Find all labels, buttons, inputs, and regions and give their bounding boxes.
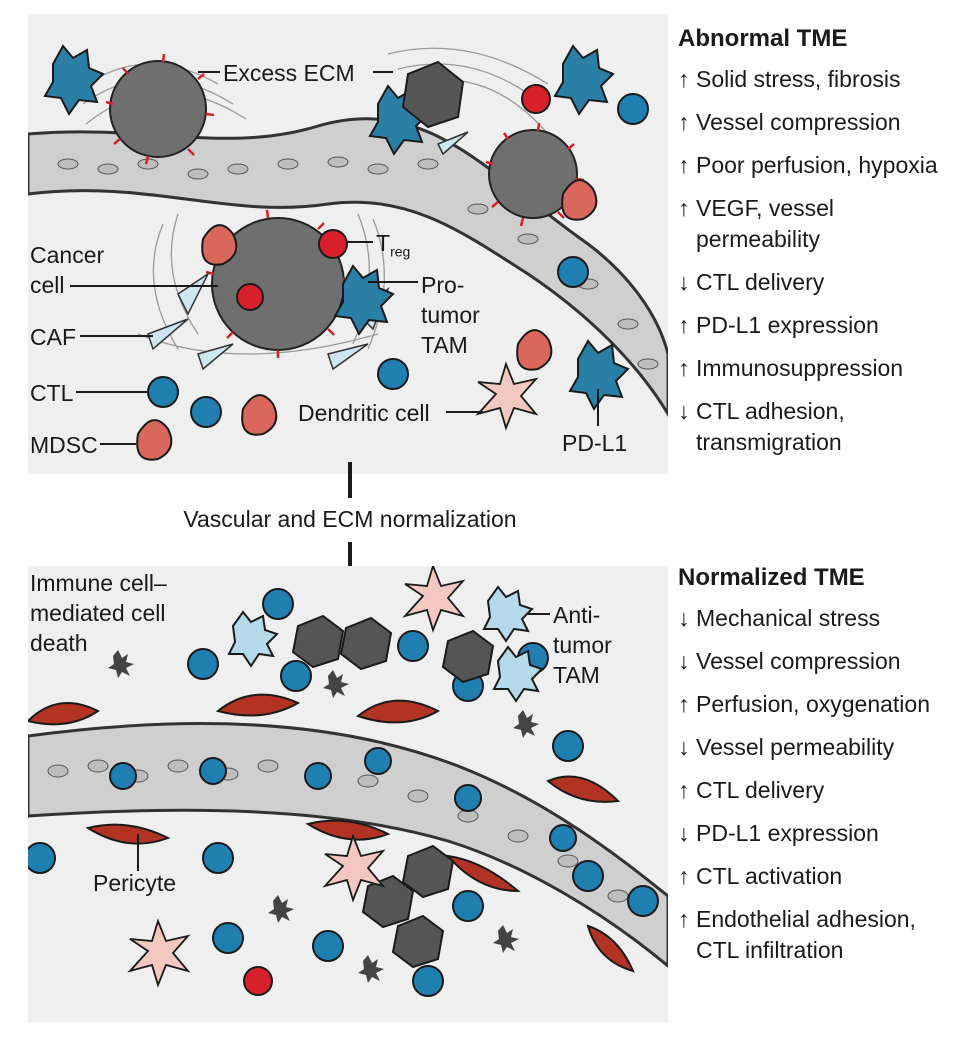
- normalized-tme-illustration: [28, 566, 668, 997]
- immune-cell-death-label: Immune cell– mediated cell death: [30, 570, 167, 656]
- normalized-tme-items: ↓Mechanical stress ↓Vessel compression ↑…: [678, 603, 963, 966]
- arrow-icon: ↑: [678, 906, 690, 932]
- arrow-icon: ↑: [678, 195, 690, 221]
- list-item-text: CTL delivery: [696, 777, 825, 803]
- list-item: ↑VEGF, vessel permeability: [678, 193, 963, 255]
- list-item-text: VEGF, vessel permeability: [696, 195, 835, 252]
- arrow-icon: ↑: [678, 355, 690, 381]
- cell-debris: [108, 650, 539, 983]
- list-item-text: PD-L1 expression: [696, 820, 879, 846]
- excess-ecm-label: Excess ECM: [223, 60, 355, 86]
- list-item-text: Endothelial adhesion, CTL infiltration: [696, 906, 916, 963]
- abnormal-tme-title: Abnormal TME: [678, 25, 848, 52]
- pd-l1-label: PD-L1: [562, 430, 628, 456]
- dendritic-cell-label: Dendritic cell: [298, 400, 430, 426]
- rbc-bottom: [243, 966, 273, 996]
- list-item: ↓CTL adhesion, transmigration: [678, 396, 963, 458]
- list-item: ↑Solid stress, fibrosis: [678, 64, 963, 95]
- caf-label: CAF: [30, 324, 76, 350]
- list-item-text: Vessel compression: [696, 648, 901, 674]
- ctl-label: CTL: [30, 380, 74, 406]
- mdsc-cells: [136, 179, 598, 461]
- list-item-text: CTL activation: [696, 863, 843, 889]
- treg-label-main: T: [376, 230, 391, 256]
- list-item: ↑Vessel compression: [678, 107, 963, 138]
- mdsc-label: MDSC: [30, 432, 98, 458]
- list-item: ↑CTL activation: [678, 861, 963, 892]
- leader-lines-bottom: [137, 613, 550, 871]
- arrow-icon: ↑: [678, 312, 690, 338]
- arrow-icon: ↓: [678, 734, 690, 760]
- leader-lines-top: [70, 71, 599, 445]
- normalized-tme-panel: Immune cell– mediated cell death Anti- t…: [28, 566, 668, 1022]
- arrow-icon: ↑: [678, 863, 690, 889]
- abnormal-tme-panel: Excess ECM Cancer cell Treg Pro- tumor T…: [28, 14, 668, 474]
- list-item: ↑Perfusion, oxygenation: [678, 689, 963, 720]
- cancer-cell-label: Cancer cell: [30, 242, 105, 298]
- list-item-text: Vessel compression: [696, 109, 901, 135]
- list-item: ↑Endothelial adhesion, CTL infiltration: [678, 904, 963, 966]
- abnormal-tme-items: ↑Solid stress, fibrosis ↑Vessel compress…: [678, 64, 963, 458]
- normalized-tme-title: Normalized TME: [678, 564, 865, 591]
- list-item: ↓Mechanical stress: [678, 603, 963, 634]
- list-item-text: Vessel permeability: [696, 734, 895, 760]
- arrow-icon: ↑: [678, 109, 690, 135]
- normalized-tme-list: Normalized TME ↓Mechanical stress ↓Vesse…: [678, 563, 963, 978]
- pericyte-label: Pericyte: [93, 870, 177, 896]
- list-item: ↑PD-L1 expression: [678, 310, 963, 341]
- tumor-cells-top-right: [401, 60, 465, 129]
- list-item-text: CTL delivery: [696, 269, 825, 295]
- arrow-icon: ↓: [678, 398, 690, 424]
- ctl-cells: [147, 93, 649, 428]
- list-item: ↓Vessel compression: [678, 646, 963, 677]
- arrow-icon: ↑: [678, 691, 690, 717]
- treg-label-sub: reg: [390, 243, 411, 260]
- list-item-text: Poor perfusion, hypoxia: [696, 152, 938, 178]
- anti-tumor-tam-label: Anti- tumor TAM: [553, 602, 612, 688]
- anti-tumor-tam-cells: [227, 585, 544, 703]
- tumor-cells-bottom: [291, 614, 495, 969]
- list-item-text: CTL adhesion, transmigration: [696, 398, 845, 455]
- arrow-icon: ↑: [678, 152, 690, 178]
- list-item-text: Solid stress, fibrosis: [696, 66, 901, 92]
- tumor-cluster-top-left: [105, 53, 215, 165]
- tumor-cluster-right: [485, 122, 585, 227]
- list-item: ↑CTL delivery: [678, 775, 963, 806]
- treg-cells: [236, 84, 551, 311]
- dendritic-cell-top: [475, 361, 539, 431]
- arrow-icon: ↑: [678, 777, 690, 803]
- list-item-text: Mechanical stress: [696, 605, 881, 631]
- list-item: ↑Poor perfusion, hypoxia: [678, 150, 963, 181]
- pro-tumor-tam-label: Pro- tumor TAM: [421, 272, 480, 358]
- list-item: ↓CTL delivery: [678, 267, 963, 298]
- arrow-icon: ↓: [678, 269, 690, 295]
- list-item: ↑Immunosuppression: [678, 353, 963, 384]
- arrow-icon: ↓: [678, 648, 690, 674]
- list-item-text: Immunosuppression: [696, 355, 904, 381]
- dendritic-cells-bottom: [127, 566, 466, 988]
- abnormal-tme-illustration: [28, 44, 668, 461]
- arrow-icon: ↓: [678, 605, 690, 631]
- list-item: ↓Vessel permeability: [678, 732, 963, 763]
- normalized-vessel: [28, 722, 668, 968]
- abnormal-tme-list: Abnormal TME ↑Solid stress, fibrosis ↑Ve…: [678, 24, 963, 470]
- list-item-text: PD-L1 expression: [696, 312, 879, 338]
- list-item: ↓PD-L1 expression: [678, 818, 963, 849]
- ctl-cells-bottom: [28, 588, 659, 997]
- list-item-text: Perfusion, oxygenation: [696, 691, 930, 717]
- pericyte-cells: [28, 693, 635, 973]
- tam-cells: [43, 44, 630, 411]
- treg-label: Treg: [376, 228, 410, 267]
- normalization-label: Vascular and ECM normalization: [183, 506, 517, 532]
- arrow-icon: ↑: [678, 66, 690, 92]
- arrow-icon: ↓: [678, 820, 690, 846]
